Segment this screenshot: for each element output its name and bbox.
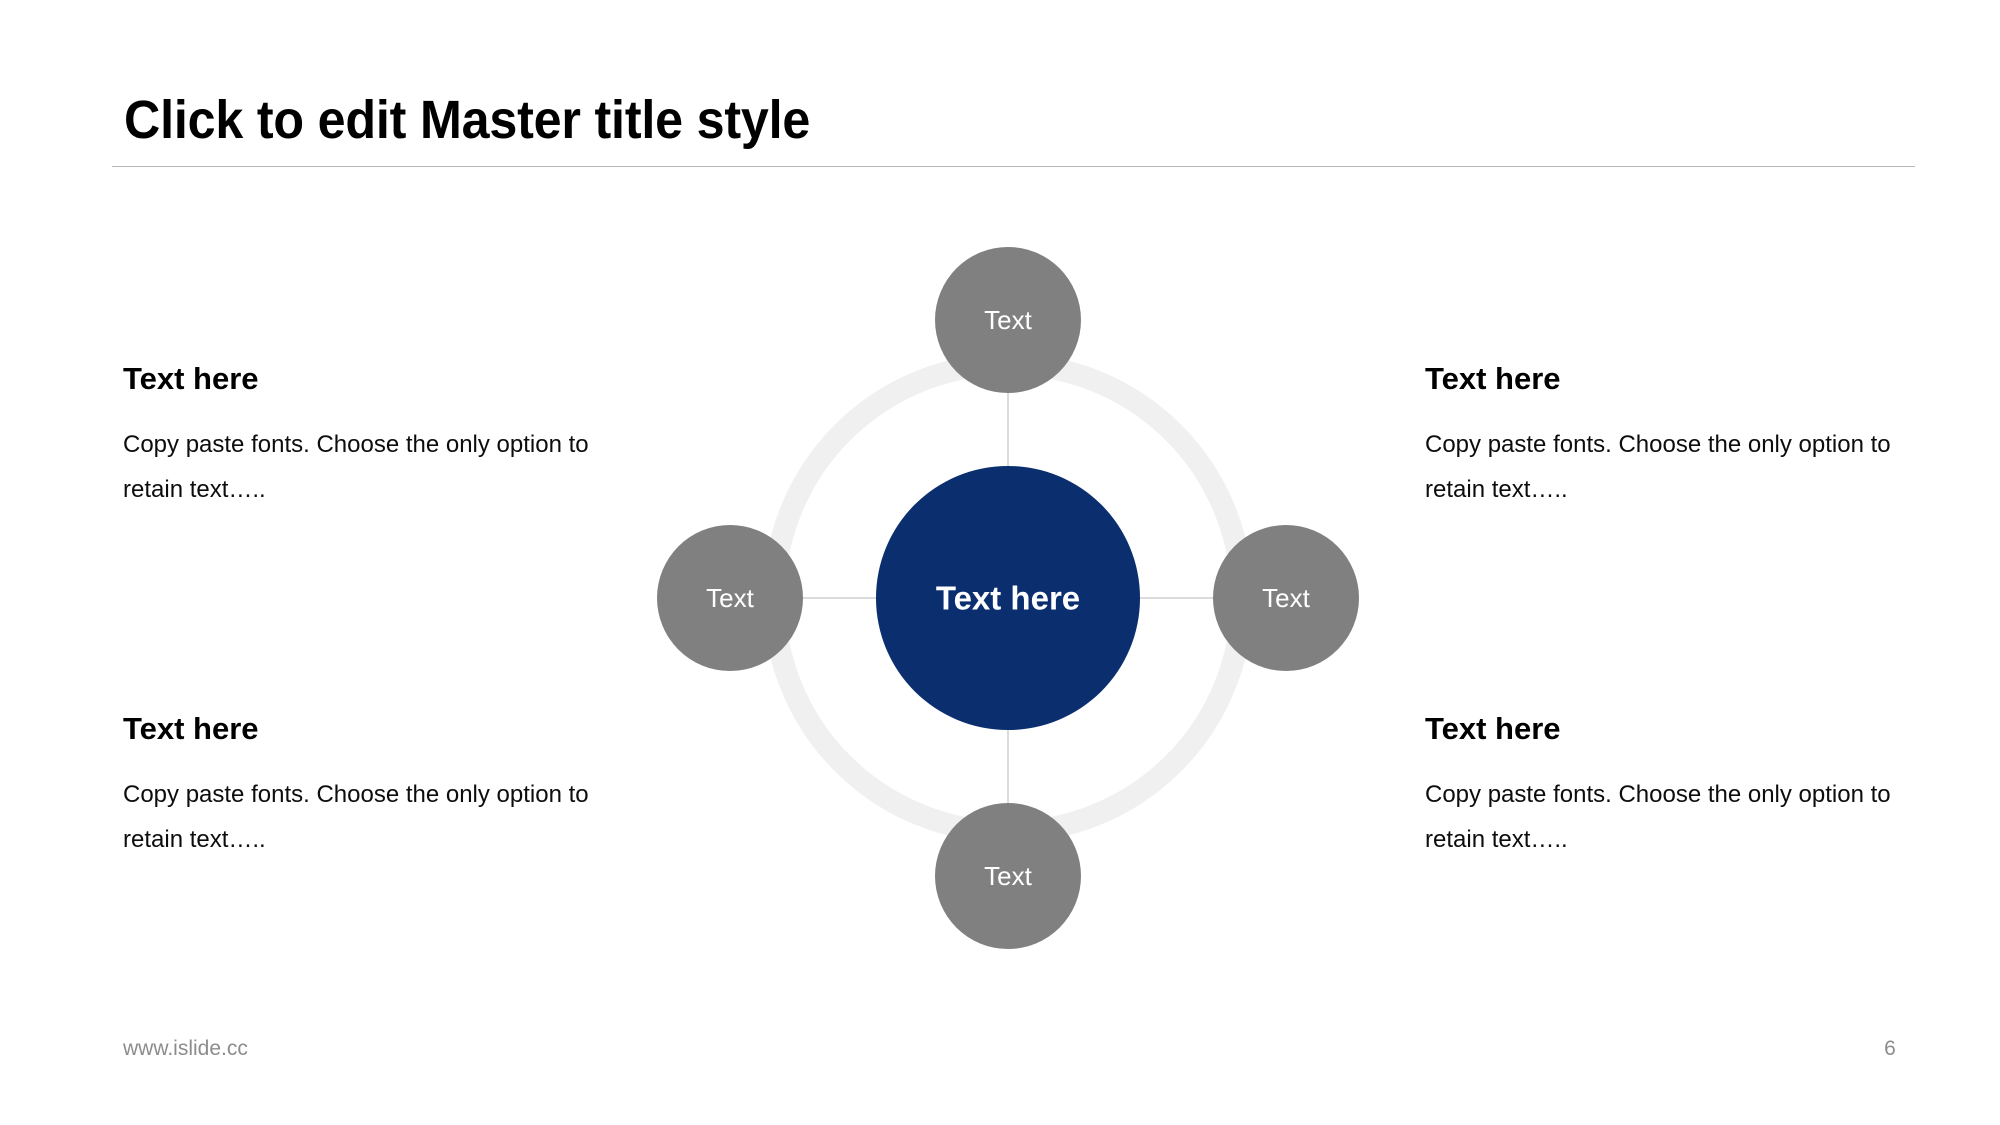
node-label: Text	[984, 305, 1032, 335]
text-block-body: Copy paste fonts. Choose the only option…	[1425, 431, 1891, 503]
diagram-center-node[interactable]: Text here	[876, 466, 1140, 730]
text-block-bottom-right[interactable]: Text here Copy paste fonts. Choose the o…	[1425, 710, 1895, 862]
text-block-bottom-left[interactable]: Text here Copy paste fonts. Choose the o…	[123, 710, 593, 862]
center-node-label: Text here	[936, 580, 1080, 617]
text-block-body: Copy paste fonts. Choose the only option…	[123, 431, 589, 503]
page-number: 6	[1884, 1037, 1896, 1060]
text-block-heading: Text here	[1425, 361, 1561, 396]
node-circle	[935, 803, 1081, 949]
node-circle	[935, 247, 1081, 393]
node-label: Text	[1262, 583, 1310, 613]
diagram-node-top[interactable]: Text	[935, 247, 1081, 393]
diagram-node-left[interactable]: Text	[657, 525, 803, 671]
text-block-heading: Text here	[1425, 711, 1561, 746]
footer-url[interactable]: www.islide.cc	[123, 1037, 248, 1060]
text-block-top-right[interactable]: Text here Copy paste fonts. Choose the o…	[1425, 360, 1895, 512]
hub-and-spoke-diagram: Text here Text Text Text Text	[648, 238, 1368, 958]
text-block-heading: Text here	[123, 711, 259, 746]
diagram-node-bottom[interactable]: Text	[935, 803, 1081, 949]
center-node-circle	[876, 466, 1140, 730]
diagram-node-right[interactable]: Text	[1213, 525, 1359, 671]
text-block-top-left[interactable]: Text here Copy paste fonts. Choose the o…	[123, 360, 593, 512]
node-circle	[1213, 525, 1359, 671]
text-block-body: Copy paste fonts. Choose the only option…	[1425, 781, 1891, 853]
node-label: Text	[984, 861, 1032, 891]
text-block-heading: Text here	[123, 361, 259, 396]
text-block-body: Copy paste fonts. Choose the only option…	[123, 781, 589, 853]
node-circle	[657, 525, 803, 671]
node-label: Text	[706, 583, 754, 613]
page-title[interactable]: Click to edit Master title style	[124, 90, 811, 150]
title-divider	[112, 166, 1915, 167]
